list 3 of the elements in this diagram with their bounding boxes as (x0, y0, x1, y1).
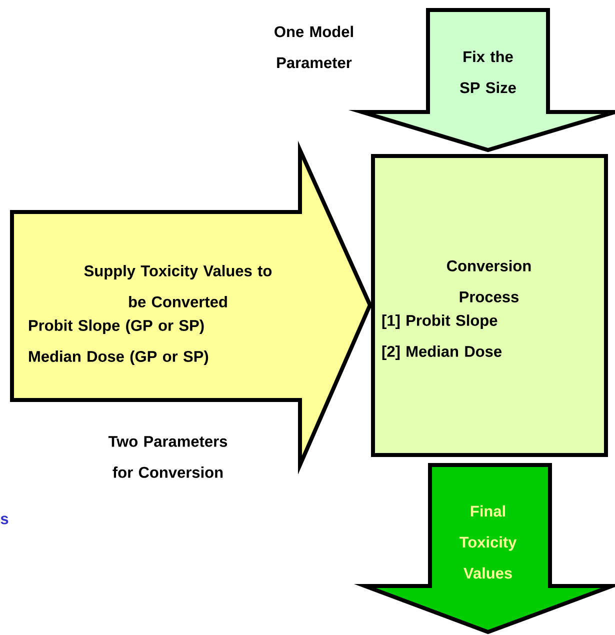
process-box: Conversion Process [1] Probit Slope [2] Median Dose (371, 154, 608, 457)
text-fragment: s (0, 516, 8, 524)
annotation-text: Two Parameters for Conversion (108, 436, 228, 478)
